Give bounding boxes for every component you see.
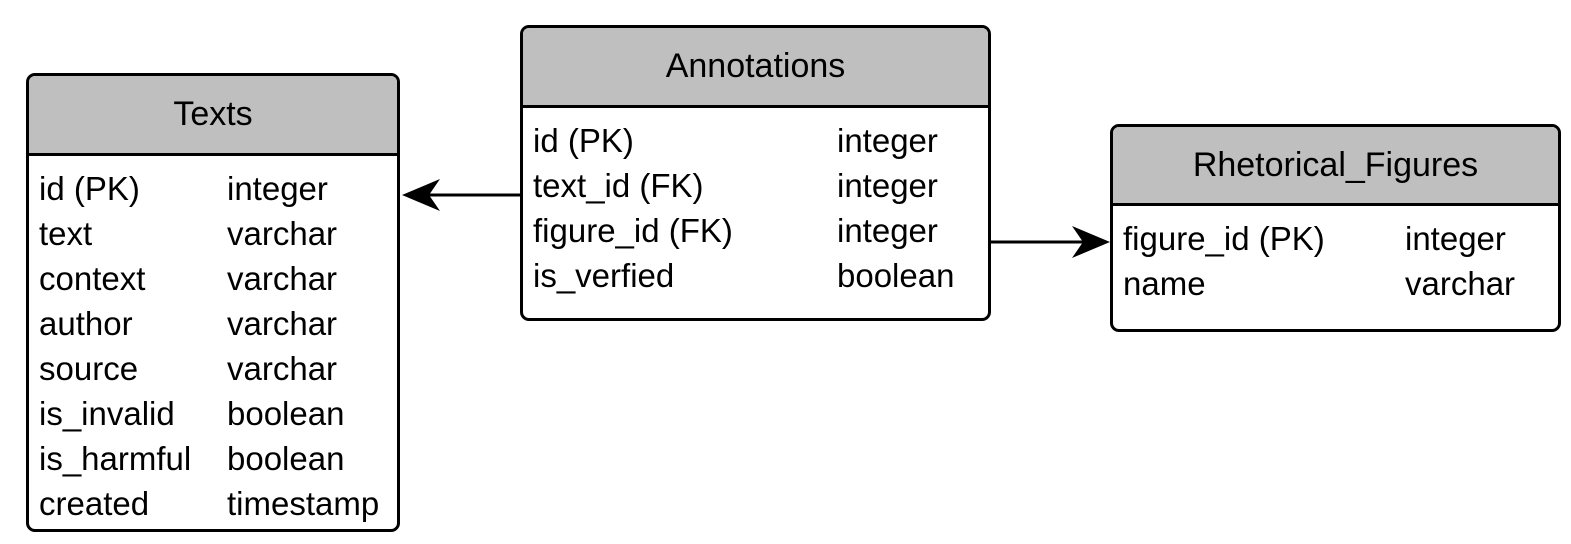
column-type: boolean [837, 257, 955, 294]
column-type: timestamp [227, 485, 380, 522]
column-type: boolean [227, 440, 345, 477]
column-type: integer [837, 212, 938, 249]
column-type: boolean [227, 395, 345, 432]
column-type: varchar [1405, 265, 1516, 302]
column-row: figure_id (PK) integer [1123, 216, 1558, 261]
column-row: id (PK) integer [39, 166, 397, 211]
entity-rhetorical-figures-columns: figure_id (PK) integer name varchar [1113, 206, 1558, 306]
column-name: text_id (FK) [533, 167, 704, 204]
column-name: source [39, 350, 139, 387]
entity-annotations-columns: id (PK) integer text_id (FK) integer figur… [523, 108, 988, 298]
column-row: created timestamp [39, 481, 397, 526]
column-name: context [39, 260, 146, 297]
column-type: integer [1405, 220, 1506, 257]
column-type: integer [837, 167, 938, 204]
column-row: text varchar [39, 211, 397, 256]
column-type: integer [837, 122, 938, 159]
column-row: is_harmful boolean [39, 436, 397, 481]
column-type: varchar [227, 215, 338, 252]
column-row: name varchar [1123, 261, 1558, 306]
column-name: is_verfied [533, 257, 675, 294]
column-row: source varchar [39, 346, 397, 391]
column-row: is_verfied boolean [533, 253, 988, 298]
column-name: created [39, 485, 150, 522]
column-row: is_invalid boolean [39, 391, 397, 436]
entity-texts-columns: id (PK) integer text varchar context varcha… [29, 156, 397, 526]
column-type: varchar [227, 305, 338, 342]
column-type: integer [227, 170, 328, 207]
entity-texts-title: Texts [29, 76, 397, 156]
arrowhead-right-icon [1072, 226, 1110, 258]
column-row: text_id (FK) integer [533, 163, 988, 208]
column-name: id (PK) [533, 122, 634, 159]
entity-rhetorical-figures-title: Rhetorical_Figures [1113, 127, 1558, 206]
column-name: figure_id (FK) [533, 212, 733, 249]
column-name: is_harmful [39, 440, 192, 477]
column-name: figure_id (PK) [1123, 220, 1325, 257]
entity-annotations: Annotations id (PK)integer text_id (FK)i… [520, 25, 991, 321]
column-row: author varchar [39, 301, 397, 346]
column-name: id (PK) [39, 170, 140, 207]
entity-rhetorical-figures: Rhetorical_Figures figure_id (PK) integer… [1110, 124, 1561, 332]
column-type: varchar [227, 350, 338, 387]
entity-texts: Texts id (PK) integer text varchar context… [26, 73, 400, 532]
column-row: figure_id (FK) integer [533, 208, 988, 253]
column-name: text [39, 215, 93, 252]
column-name: is_invalid [39, 395, 175, 432]
column-name: author [39, 305, 133, 342]
column-row: context varchar [39, 256, 397, 301]
arrowhead-left-icon [402, 179, 440, 211]
column-name: name [1123, 265, 1206, 302]
column-type: varchar [227, 260, 338, 297]
column-row: id (PK) integer [533, 118, 988, 163]
entity-annotations-title: Annotations [523, 28, 988, 108]
